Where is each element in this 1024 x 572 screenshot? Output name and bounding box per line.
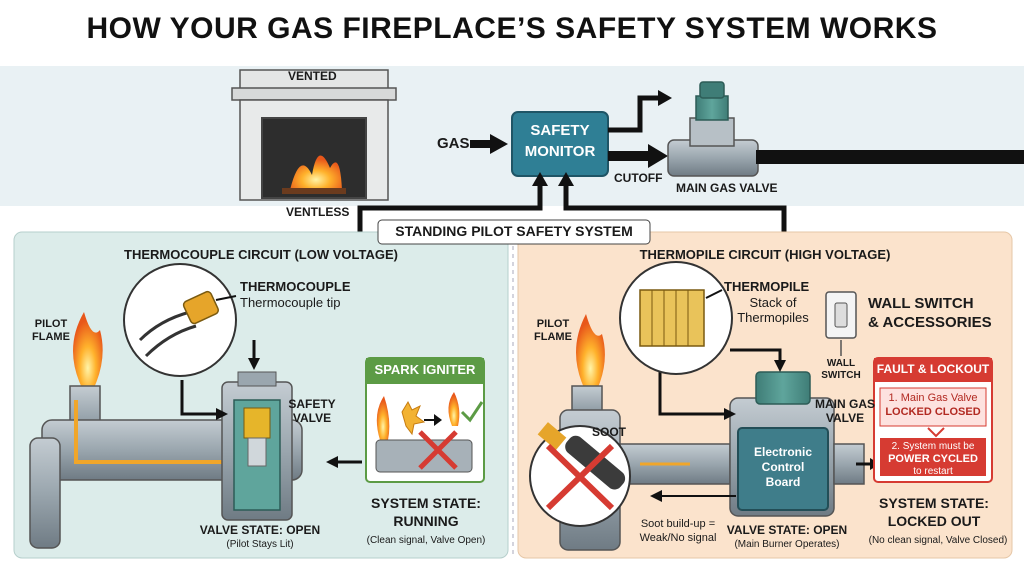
left-system-state-line1: SYSTEM STATE: <box>371 495 481 511</box>
control-board-line1: Electronic <box>753 445 813 459</box>
fault-lockout-box <box>873 357 993 483</box>
thermopile-sub-line2: Thermopiles <box>737 310 809 325</box>
thermopile-zoom <box>619 261 733 375</box>
wall-switch-line2: & ACCESSORIES <box>868 314 992 331</box>
right-valve-state: VALVE STATE: OPEN <box>726 523 848 537</box>
thermocouple-tip-label: Thermocouple tip <box>240 295 341 310</box>
vented-label: VENTED <box>288 69 337 83</box>
right-pilot-flame-line2: FLAME <box>534 331 572 343</box>
fault-1-line2: LOCKED CLOSED <box>885 406 981 418</box>
main-gas-valve-icon <box>667 81 759 177</box>
wall-switch-icon <box>825 291 857 356</box>
right-system-state-line1: SYSTEM STATE: <box>879 495 989 511</box>
control-board-line3: Board <box>765 475 801 489</box>
safety-monitor-line1: SAFETY <box>530 122 590 139</box>
right-main-gas-valve-line2: VALVE <box>825 411 865 425</box>
wall-switch-small-line1: WALL <box>826 358 856 369</box>
fault-1-line1: 1. Main Gas Valve <box>888 392 978 404</box>
fault-2-line3: to restart <box>913 466 953 477</box>
control-board-line2: Control <box>761 460 805 474</box>
safety-valve-line1: SAFETY <box>288 397 336 411</box>
safety-valve-line2: VALVE <box>292 411 332 425</box>
wall-switch-small-line2: SWITCH <box>821 370 861 381</box>
fault-title: FAULT & LOCKOUT <box>876 362 990 376</box>
thermocouple-zoom <box>123 263 237 377</box>
safety-monitor-box <box>511 111 609 177</box>
fault-2-line2: POWER CYCLED <box>888 453 978 465</box>
left-panel-heading: THERMOCOUPLE CIRCUIT (LOW VOLTAGE) <box>124 247 398 262</box>
soot-zoom <box>529 422 631 527</box>
cutoff-label: CUTOFF <box>614 171 663 185</box>
ventless-label: VENTLESS <box>286 205 350 219</box>
spark-igniter-box <box>365 357 485 483</box>
left-pilot-assembly <box>29 312 362 549</box>
soot-note-line2: Weak/No signal <box>639 532 717 544</box>
safety-monitor-line2: MONITOR <box>524 143 596 160</box>
right-main-gas-valve-line1: MAIN GAS <box>815 397 875 411</box>
wall-switch-line1: WALL SWITCH <box>868 295 974 312</box>
spark-igniter-title: SPARK IGNITER <box>374 362 476 377</box>
page-title: HOW YOUR GAS FIREPLACE’S SAFETY SYSTEM W… <box>86 12 938 45</box>
right-system-state-line2: LOCKED OUT <box>887 513 981 529</box>
right-system-state-sub: (No clean signal, Valve Closed) <box>868 535 1008 546</box>
left-system-state-line2: RUNNING <box>393 513 459 529</box>
standing-pilot-label: STANDING PILOT SAFETY SYSTEM <box>395 223 633 239</box>
fault-2-line1: 2. System must be <box>891 441 975 452</box>
thermopile-label: THERMOPILE <box>724 279 810 294</box>
fireplace-icon <box>231 69 397 201</box>
right-pilot-flame-line1: PILOT <box>536 318 570 330</box>
gas-label: GAS <box>437 135 470 152</box>
left-valve-state: VALVE STATE: OPEN <box>199 523 321 537</box>
soot-label: SOOT <box>592 425 627 439</box>
right-valve-state-sub: (Main Burner Operates) <box>734 539 840 550</box>
thermocouple-label: THERMOCOUPLE <box>240 279 351 294</box>
right-panel-heading: THERMOPILE CIRCUIT (HIGH VOLTAGE) <box>639 247 891 262</box>
left-pilot-flame-line1: PILOT <box>34 318 68 330</box>
left-system-state-sub: (Clean signal, Valve Open) <box>366 535 486 546</box>
left-pilot-flame-line2: FLAME <box>32 331 70 343</box>
soot-note-line1: Soot build-up = <box>640 518 716 530</box>
left-valve-state-sub: (Pilot Stays Lit) <box>226 539 294 550</box>
thermopile-sub-line1: Stack of <box>749 295 797 310</box>
main-gas-valve-top-label: MAIN GAS VALVE <box>676 181 778 195</box>
